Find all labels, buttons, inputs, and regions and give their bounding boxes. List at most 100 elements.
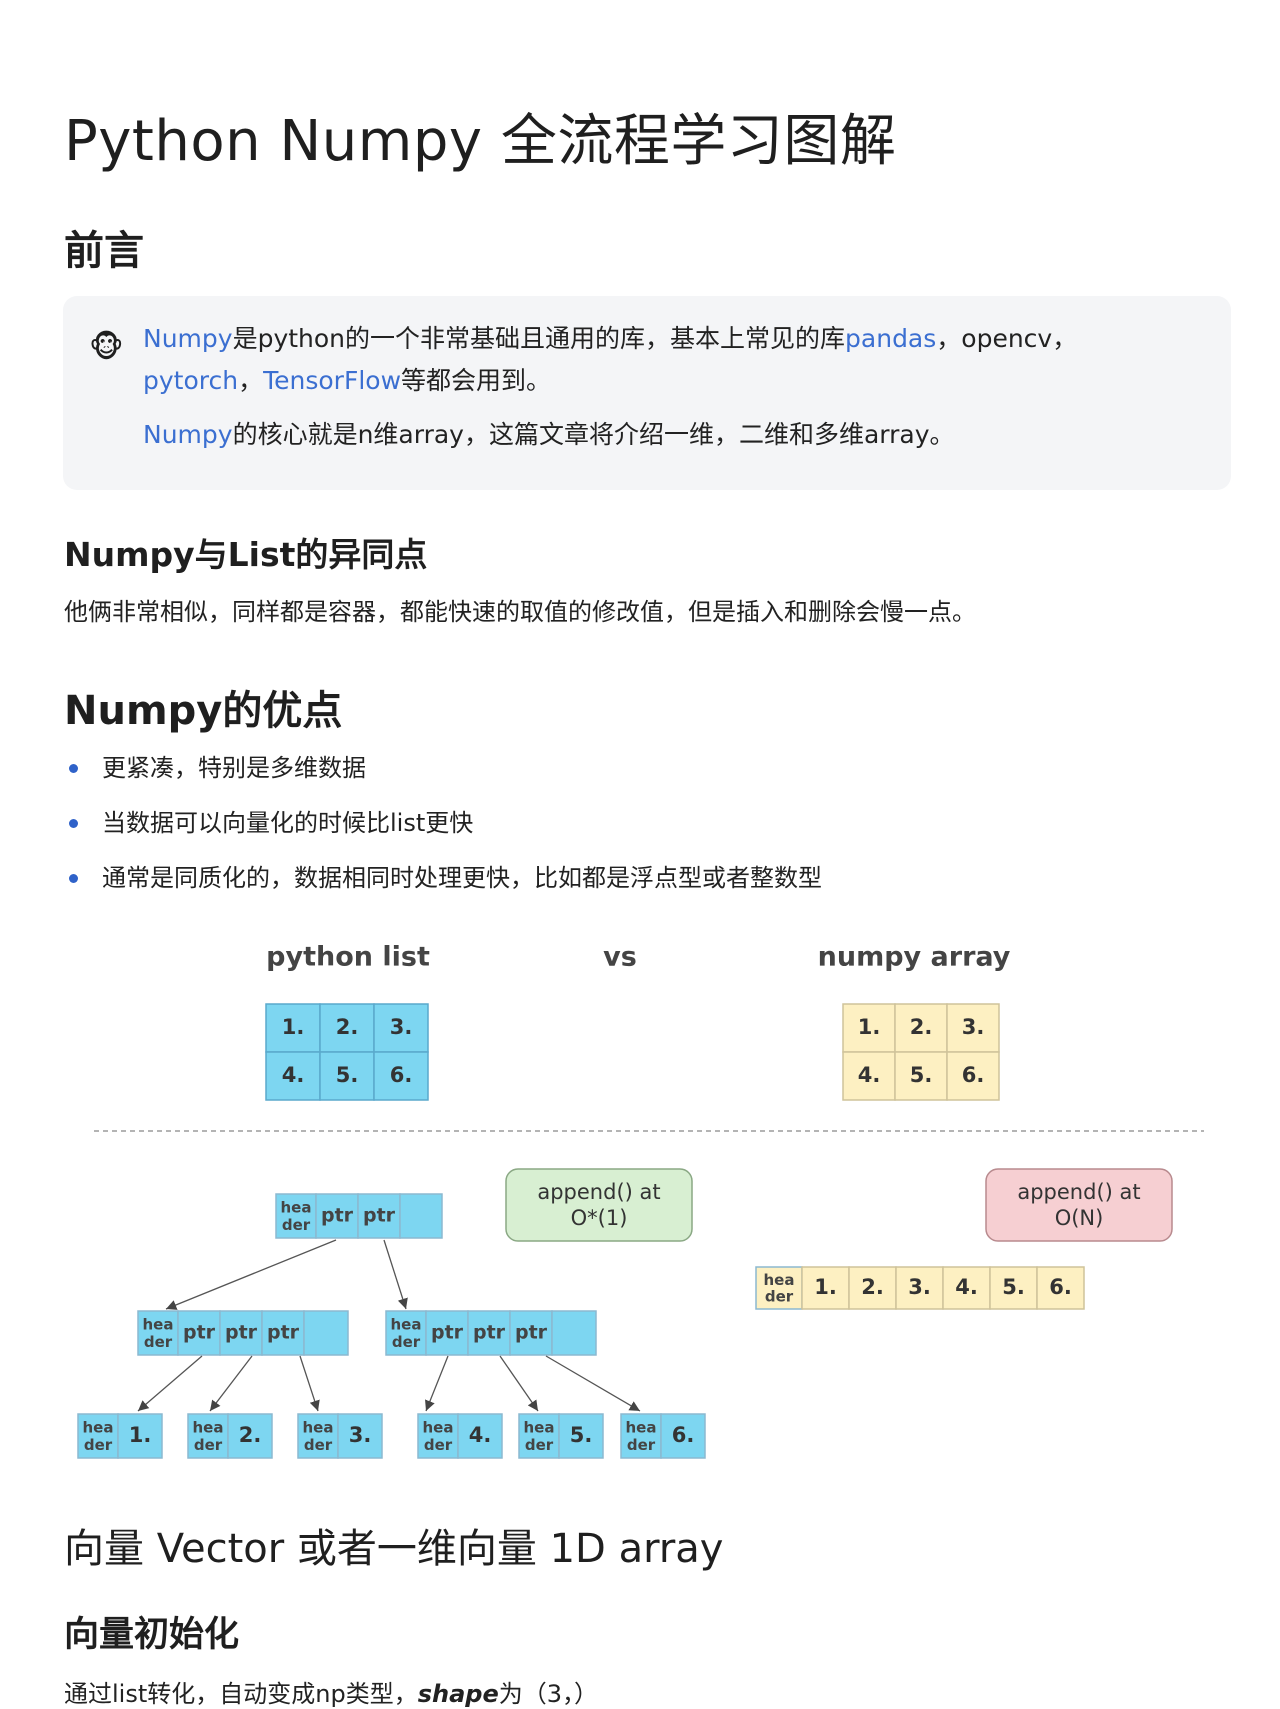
right-node-empty-cell xyxy=(551,1310,597,1356)
flat-array-value: 6. xyxy=(1049,1275,1072,1299)
right-node-ptr-label: ptr xyxy=(431,1322,464,1344)
list-item-text: 通常是同质化的，数据相同时处理更快，比如都是浮点型或者整数型 xyxy=(102,864,822,892)
callout-text: ，opencv， xyxy=(936,324,1078,353)
page-title: Python Numpy 全流程学习图解 xyxy=(64,109,897,174)
python-list-grid-cell xyxy=(319,1003,375,1053)
numpy-array-grid-value: 3. xyxy=(962,1015,985,1039)
append-array-complexity: O(N) xyxy=(1055,1206,1104,1230)
flat-array-header-label-top: hea xyxy=(764,1271,795,1289)
root-right-arrow xyxy=(383,1239,408,1310)
monkey-icon: 🐵 xyxy=(89,330,124,365)
leaf-node-header-label-top: hea xyxy=(423,1419,454,1437)
leaf-node-header-label-top: hea xyxy=(83,1419,114,1437)
leaf-node-value: 4. xyxy=(469,1423,492,1447)
arrow-to-leaf-6 xyxy=(545,1355,641,1412)
vector-heading: 向量 Vector 或者一维向量 1D array xyxy=(64,1526,724,1572)
numpy-array-grid-value: 1. xyxy=(858,1015,881,1039)
arrow-to-leaf-4 xyxy=(425,1355,449,1412)
flat-array-value: 4. xyxy=(955,1275,978,1299)
python-list-grid-value: 6. xyxy=(390,1063,413,1087)
numpy-array-grid-cell xyxy=(842,1051,896,1101)
append-list-label: append() at xyxy=(537,1180,660,1204)
right-node-ptr-label: ptr xyxy=(473,1322,506,1344)
flat-array-cell xyxy=(801,1266,850,1310)
bullet-icon xyxy=(69,819,78,828)
vector-init-text: 通过list转化，自动变成np类型，shape为（3，） xyxy=(64,1674,598,1709)
python-list-grid-value: 4. xyxy=(282,1063,305,1087)
leaf-node-header-label-bottom: der xyxy=(525,1436,554,1454)
root-node-header xyxy=(275,1193,317,1239)
arrow-to-leaf-3 xyxy=(299,1355,320,1412)
label-numpy-array: numpy array xyxy=(818,942,1011,973)
root-node-empty-cell xyxy=(399,1193,443,1239)
leaf-node-header xyxy=(620,1413,662,1459)
list-item-text: 更紧凑，特别是多维数据 xyxy=(102,754,366,782)
append-list-complexity: O*(1) xyxy=(571,1206,628,1230)
leaf-node-header-label-top: hea xyxy=(626,1419,657,1437)
left-node-header xyxy=(137,1310,179,1356)
list-item: 当数据可以向量化的时候比list更快 xyxy=(64,805,822,860)
right-node-header xyxy=(385,1310,427,1356)
label-python-list: python list xyxy=(266,942,430,973)
root-left-arrow xyxy=(165,1239,337,1310)
append-list-box xyxy=(505,1168,693,1242)
leaf-node-value: 2. xyxy=(239,1423,262,1447)
numpy-array-grid-value: 2. xyxy=(910,1015,933,1039)
flat-array-cell xyxy=(895,1266,944,1310)
left-node-header-label-bottom: der xyxy=(144,1333,173,1351)
numpy-array-grid-cell xyxy=(946,1051,1000,1101)
list-compare-heading: Numpy与List的异同点 xyxy=(64,535,428,574)
leaf-node-value-cell xyxy=(558,1413,604,1459)
root-node-header-label-bottom: der xyxy=(282,1216,311,1234)
callout-line-2: pytorch，TensorFlow等都会用到。 xyxy=(143,360,1183,402)
leaf-node-value: 6. xyxy=(672,1423,695,1447)
python-list-grid-value: 2. xyxy=(336,1015,359,1039)
numpy-array-grid-value: 6. xyxy=(962,1063,985,1087)
leaf-node-value: 5. xyxy=(570,1423,593,1447)
root-node-ptr-cell xyxy=(357,1193,401,1239)
leaf-node-value-cell xyxy=(227,1413,273,1459)
numpy-link[interactable]: Numpy xyxy=(143,324,233,353)
leaf-node-header-label-top: hea xyxy=(303,1419,334,1437)
leaf-node-header xyxy=(518,1413,560,1459)
numpy-array-grid-cell xyxy=(894,1003,948,1053)
leaf-node-value: 3. xyxy=(349,1423,372,1447)
append-array-label: append() at xyxy=(1017,1180,1140,1204)
list-item: 更紧凑，特别是多维数据 xyxy=(64,750,822,805)
flat-array-value: 5. xyxy=(1002,1275,1025,1299)
pytorch-link[interactable]: pytorch xyxy=(143,366,239,395)
arrow-to-leaf-5 xyxy=(499,1355,539,1412)
python-list-grid-value: 5. xyxy=(336,1063,359,1087)
preface-heading: 前言 xyxy=(64,228,144,274)
left-node-ptr-cell xyxy=(261,1310,305,1356)
init-text: 通过list转化，自动变成np类型， xyxy=(64,1680,418,1708)
callout-text: ， xyxy=(238,366,264,395)
right-node-ptr-cell xyxy=(509,1310,553,1356)
list-compare-body: 他俩非常相似，同样都是容器，都能快速的取值的修改值，但是插入和删除会慢一点。 xyxy=(64,598,976,626)
init-text: 为（3，） xyxy=(498,1680,599,1708)
leaf-node-header-label-bottom: der xyxy=(84,1436,113,1454)
leaf-node-header-label-top: hea xyxy=(193,1419,224,1437)
numpy-link[interactable]: Numpy xyxy=(143,420,233,449)
callout-line-1: Numpy是python的一个非常基础且通用的库，基本上常见的库pandas，o… xyxy=(143,318,1183,360)
leaf-node-value-cell xyxy=(117,1413,163,1459)
leaf-node-value-cell xyxy=(337,1413,383,1459)
vector-init-heading: 向量初始化 xyxy=(64,1615,240,1655)
flat-array-header-label-bottom: der xyxy=(765,1288,794,1306)
python-list-grid-cell xyxy=(319,1051,375,1101)
left-node-ptr-label: ptr xyxy=(183,1322,216,1344)
leaf-node-header-label-bottom: der xyxy=(304,1436,333,1454)
leaf-node-header-label-bottom: der xyxy=(424,1436,453,1454)
right-node-header-label-top: hea xyxy=(391,1316,422,1334)
flat-array-cell xyxy=(942,1266,991,1310)
tensorflow-link[interactable]: TensorFlow xyxy=(263,366,402,395)
leaf-node-value: 1. xyxy=(129,1423,152,1447)
right-node-ptr-label: ptr xyxy=(515,1322,548,1344)
leaf-node-value-cell xyxy=(660,1413,706,1459)
pandas-link[interactable]: pandas xyxy=(845,324,937,353)
flat-array-value: 2. xyxy=(861,1275,884,1299)
leaf-node-header xyxy=(417,1413,459,1459)
root-node-header-label-top: hea xyxy=(281,1199,312,1217)
arrow-to-leaf-2 xyxy=(209,1355,253,1412)
